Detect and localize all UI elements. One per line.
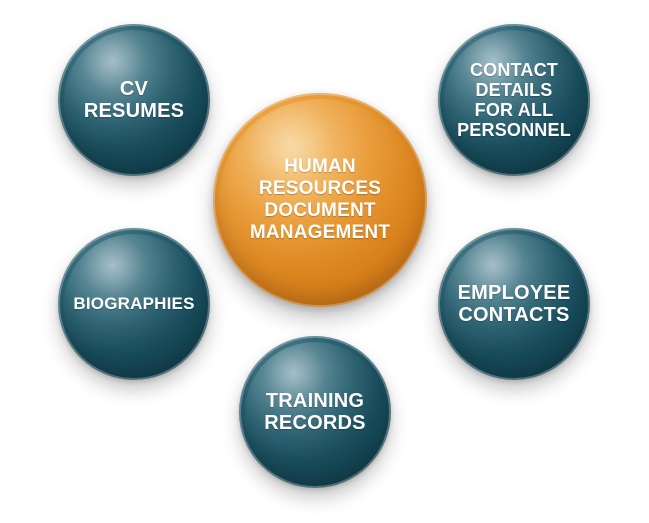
human-resources-document-management-label: HUMAN RESOURCES DOCUMENT MANAGEMENT: [249, 155, 391, 244]
cv-resumes-button: CV RESUMES: [58, 24, 210, 176]
biographies-button: BIOGRAPHIES: [58, 228, 210, 380]
training-records-button: TRAINING RECORDS: [239, 336, 391, 488]
contact-details-button: CONTACT DETAILS FOR ALL PERSONNEL: [438, 24, 590, 176]
employee-contacts-label: EMPLOYEE CONTACTS: [457, 281, 571, 326]
cv-resumes-label: CV RESUMES: [83, 77, 185, 122]
biographies-label: BIOGRAPHIES: [73, 294, 195, 314]
employee-contacts-button: EMPLOYEE CONTACTS: [438, 228, 590, 380]
contact-details-label: CONTACT DETAILS FOR ALL PERSONNEL: [457, 59, 571, 141]
training-records-label: TRAINING RECORDS: [264, 389, 366, 434]
human-resources-document-management-button: HUMAN RESOURCES DOCUMENT MANAGEMENT: [213, 93, 427, 307]
